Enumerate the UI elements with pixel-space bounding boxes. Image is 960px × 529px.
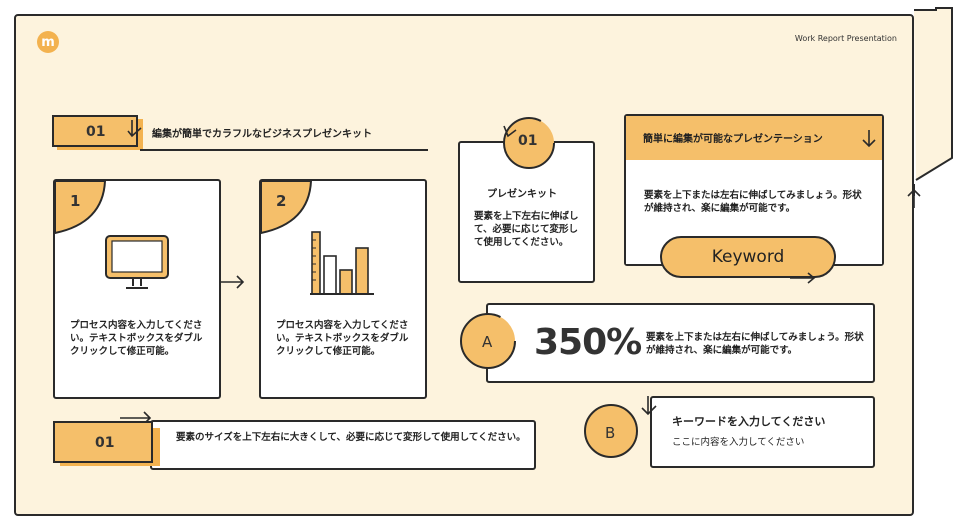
- edit-card-header: [626, 116, 882, 160]
- keyword-card: [650, 396, 875, 468]
- keyword-card-text: ここに内容を入力してください: [672, 437, 805, 448]
- keyword-label: Keyword: [711, 247, 785, 267]
- letter-b-circle-icon: [584, 404, 638, 458]
- monitor-icon: [105, 235, 169, 289]
- down-arrow-icon: [862, 130, 876, 148]
- bottom-number: 01: [95, 435, 115, 451]
- bottom-number-box: 01: [53, 421, 153, 463]
- logo-letter: m: [41, 34, 55, 50]
- bar-chart-icon: [310, 231, 374, 295]
- brand-logo: m: [37, 31, 59, 53]
- bottom-text: 要素のサイズを上下左右に大きくして、必要に応じて変形して使用してください。: [176, 432, 526, 443]
- card-1-text: プロセス内容を入力してください。テキストボックスをダブルクリックして修正可能。: [70, 320, 203, 357]
- section-title: 編集が簡単でカラフルなビジネスプレゼンキット: [152, 129, 372, 140]
- stat-letter: A: [482, 333, 493, 351]
- section-number-box: 01: [52, 115, 138, 147]
- stat-value: 350%: [534, 322, 642, 363]
- keyword-card-title: キーワードを入力してください: [672, 415, 826, 428]
- kit-card-title: プレゼンキット: [487, 189, 557, 200]
- edit-card-text: 要素を上下または左右に伸ばしてみましょう。形状が維持され、楽に編集が可能です。: [644, 190, 862, 214]
- page-flap: [913, 7, 953, 196]
- card-2-text: プロセス内容を入力してください。テキストボックスをダブルクリックして修正可能。: [276, 320, 409, 357]
- card-2-number: 2: [276, 192, 287, 210]
- section-number: 01: [86, 124, 106, 140]
- report-title: Work Report Presentation: [794, 34, 897, 43]
- card-1-number: 1: [70, 192, 81, 210]
- right-arrow-icon: [221, 275, 245, 289]
- edit-card-title: 簡単に編集が可能なプレゼンテーション: [643, 134, 823, 145]
- letter-a-circle-icon: [460, 313, 516, 369]
- kit-card-text: 要素を上下左右に伸ばして、必要に応じて変形して使用してください。: [474, 211, 579, 248]
- right-arrow-icon: [790, 272, 816, 284]
- up-arrow-icon: [907, 188, 921, 208]
- card-2-number-tab: [260, 180, 313, 235]
- down-arrow-icon: [641, 396, 657, 416]
- kit-card-number: 01: [518, 133, 538, 149]
- stat-text: 要素を上下または左右に伸ばしてみましょう。形状が維持され、楽に編集が可能です。: [646, 332, 864, 356]
- down-arrow-icon: [127, 120, 142, 138]
- refresh-circle-icon: [503, 117, 555, 169]
- section-underline: [140, 149, 428, 151]
- stat-card: [486, 303, 875, 383]
- card-1-number-tab: [54, 180, 107, 235]
- bottom-text-box: [150, 420, 536, 470]
- keyword-letter: B: [605, 424, 616, 442]
- keyword-button[interactable]: Keyword: [660, 236, 836, 278]
